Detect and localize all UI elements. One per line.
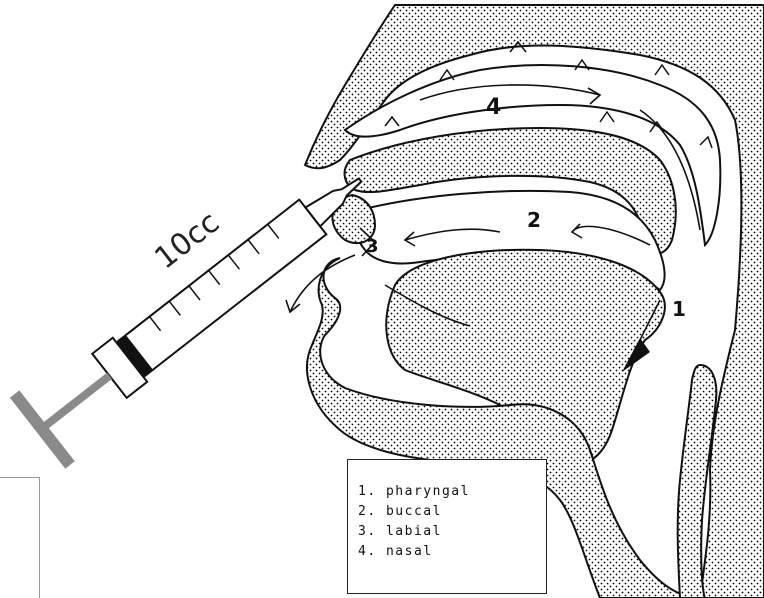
- legend-item: 3. labial: [358, 522, 546, 542]
- syringe-plunger-handle: [10, 390, 75, 468]
- region-label-4: 4: [486, 95, 501, 120]
- region-label-1: 1: [672, 297, 686, 321]
- syringe-barrel: [118, 200, 326, 376]
- legend-item: 4. nasal: [358, 542, 546, 562]
- syringe-plunger-rod: [42, 373, 112, 430]
- partial-frame: [0, 477, 40, 598]
- legend-box: 1. pharyngal 2. buccal 3. labial 4. nasa…: [347, 459, 547, 594]
- legend-item: 1. pharyngal: [358, 482, 546, 502]
- region-label-2: 2: [527, 208, 541, 232]
- region-label-3: 3: [366, 236, 379, 257]
- legend-item: 2. buccal: [358, 502, 546, 522]
